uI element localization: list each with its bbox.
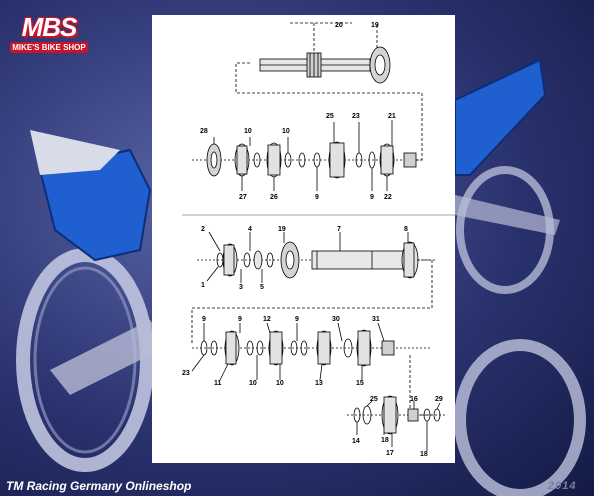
logo-sub-text: MIKE'S BIKE SHOP <box>10 42 88 53</box>
part-number-9-row2b[interactable]: 9 <box>370 194 374 201</box>
part-number-9-row4c[interactable]: 9 <box>295 316 299 323</box>
part-number-21[interactable]: 21 <box>388 113 396 120</box>
part-number-4[interactable]: 4 <box>248 226 252 233</box>
part-number-17[interactable]: 17 <box>386 450 394 457</box>
part-number-3[interactable]: 3 <box>239 284 243 291</box>
part-number-27[interactable]: 27 <box>239 194 247 201</box>
part-number-25-row5[interactable]: 25 <box>370 396 378 403</box>
part-number-15[interactable]: 15 <box>356 380 364 387</box>
part-number-19-row3[interactable]: 19 <box>278 226 286 233</box>
part-number-30[interactable]: 30 <box>332 316 340 323</box>
part-number-9-row4a[interactable]: 9 <box>202 316 206 323</box>
part-number-9-row2a[interactable]: 9 <box>315 194 319 201</box>
year-watermark: 2014 <box>548 480 577 492</box>
part-number-10-row4a[interactable]: 10 <box>249 380 257 387</box>
part-number-10-row2b[interactable]: 10 <box>282 128 290 135</box>
part-number-26[interactable]: 26 <box>270 194 278 201</box>
part-number-1[interactable]: 1 <box>201 282 205 289</box>
part-number-19-top[interactable]: 19 <box>371 22 379 29</box>
part-number-14[interactable]: 14 <box>352 438 360 445</box>
part-number-13[interactable]: 13 <box>315 380 323 387</box>
part-number-28[interactable]: 28 <box>200 128 208 135</box>
part-number-25-row2[interactable]: 25 <box>326 113 334 120</box>
part-number-29[interactable]: 29 <box>435 396 443 403</box>
part-number-18-row5a[interactable]: 18 <box>381 437 389 444</box>
shop-footer-text: TM Racing Germany Onlineshop <box>6 479 192 493</box>
shop-logo[interactable]: MBS MIKE'S BIKE SHOP <box>6 8 88 54</box>
part-number-7[interactable]: 7 <box>337 226 341 233</box>
part-number-22[interactable]: 22 <box>384 194 392 201</box>
part-number-12[interactable]: 12 <box>263 316 271 323</box>
part-number-23-row2[interactable]: 23 <box>352 113 360 120</box>
gearbox-exploded-diagram: 20 19 28 10 10 25 23 21 27 26 9 9 22 2 4… <box>182 22 455 458</box>
logo-main-text: MBS <box>21 12 78 42</box>
part-number-10-row4b[interactable]: 10 <box>276 380 284 387</box>
part-number-23-row4[interactable]: 23 <box>182 370 190 377</box>
part-number-11[interactable]: 11 <box>214 380 222 387</box>
parts-diagram-panel: 20 19 28 10 10 25 23 21 27 26 9 9 22 2 4… <box>152 15 455 463</box>
part-number-18-row5b[interactable]: 18 <box>420 451 428 458</box>
part-number-31[interactable]: 31 <box>372 316 380 323</box>
part-number-2[interactable]: 2 <box>201 226 205 233</box>
part-number-5[interactable]: 5 <box>260 284 264 291</box>
part-number-20[interactable]: 20 <box>335 22 343 29</box>
part-number-16[interactable]: 16 <box>410 396 418 403</box>
part-number-10-row2a[interactable]: 10 <box>244 128 252 135</box>
part-number-8[interactable]: 8 <box>404 226 408 233</box>
part-number-9-row4b[interactable]: 9 <box>238 316 242 323</box>
